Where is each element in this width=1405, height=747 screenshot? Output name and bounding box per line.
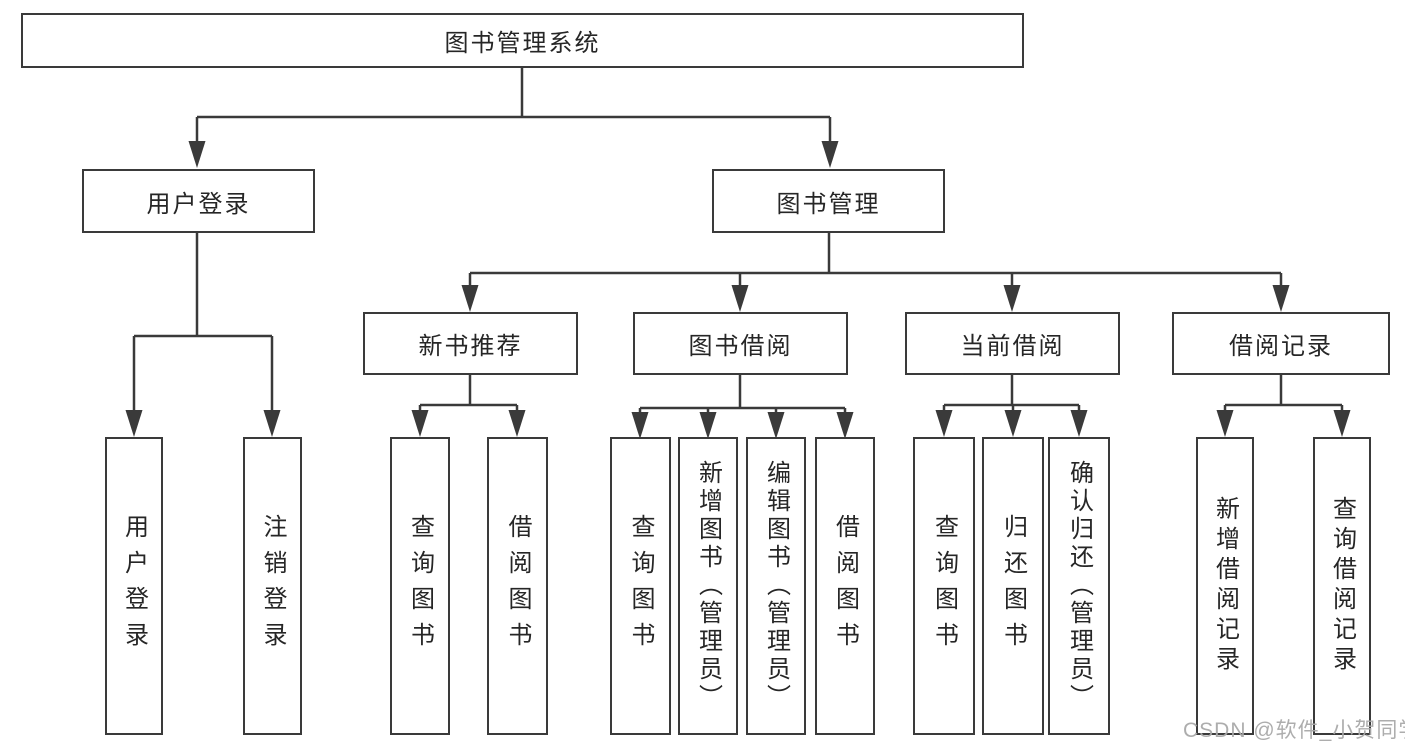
node-borrowing-records-label: 借阅记录 [1229,333,1333,360]
node-new-book-recommend: 新书推荐 [363,312,578,375]
node-leaf-borrow-books-borrowing-label: 借阅图书 [831,514,859,658]
node-leaf-query-books-recommend: 查询图书 [390,437,450,735]
node-book-borrowing-label: 图书借阅 [688,333,793,360]
node-leaf-borrow-books-recommend-label: 借阅图书 [504,514,531,658]
node-leaf-confirm-return-admin-label: 确认归还（管理员） [1065,460,1093,712]
node-current-borrowing: 当前借阅 [905,312,1120,375]
node-book-management: 图书管理 [712,169,945,233]
node-leaf-user-login: 用户登录 [105,437,163,735]
node-current-borrowing-label: 当前借阅 [960,333,1065,360]
node-leaf-add-borrow-record: 新增借阅记录 [1196,437,1254,735]
node-leaf-query-borrow-record-label: 查询借阅记录 [1328,496,1356,676]
node-book-borrowing: 图书借阅 [633,312,848,375]
node-leaf-logout: 注销登录 [243,437,302,735]
node-leaf-query-books-borrowing-label: 查询图书 [627,514,654,658]
node-leaf-query-books-recommend-label: 查询图书 [406,514,434,658]
node-leaf-add-borrow-record-label: 新增借阅记录 [1211,496,1239,676]
node-leaf-query-borrow-record: 查询借阅记录 [1313,437,1371,735]
node-leaf-borrow-books-recommend: 借阅图书 [487,437,548,735]
node-user-login: 用户登录 [82,169,315,233]
node-leaf-confirm-return-admin: 确认归还（管理员） [1048,437,1110,735]
node-leaf-user-login-label: 用户登录 [120,514,148,658]
node-leaf-add-book-admin: 新增图书（管理员） [678,437,738,735]
node-root-label: 图书管理系统 [444,30,601,57]
node-borrowing-records: 借阅记录 [1172,312,1390,375]
node-leaf-return-books: 归还图书 [982,437,1044,735]
node-book-management-label: 图书管理 [776,190,881,218]
node-leaf-edit-book-admin: 编辑图书（管理员） [746,437,806,735]
node-leaf-edit-book-admin-label: 编辑图书（管理员） [762,460,790,712]
node-new-book-recommend-label: 新书推荐 [418,333,523,360]
node-leaf-return-books-label: 归还图书 [999,514,1027,658]
node-leaf-borrow-books-borrowing: 借阅图书 [815,437,875,735]
node-leaf-add-book-admin-label: 新增图书（管理员） [694,460,722,712]
csdn-watermark: CSDN @软件_小贺同学 [1183,719,1405,742]
node-leaf-query-books-current: 查询图书 [913,437,975,735]
node-leaf-query-books-borrowing: 查询图书 [610,437,671,735]
node-root: 图书管理系统 [21,13,1024,68]
node-leaf-query-books-current-label: 查询图书 [930,514,958,658]
node-leaf-logout-label: 注销登录 [259,514,286,658]
node-user-login-label: 用户登录 [146,190,251,218]
